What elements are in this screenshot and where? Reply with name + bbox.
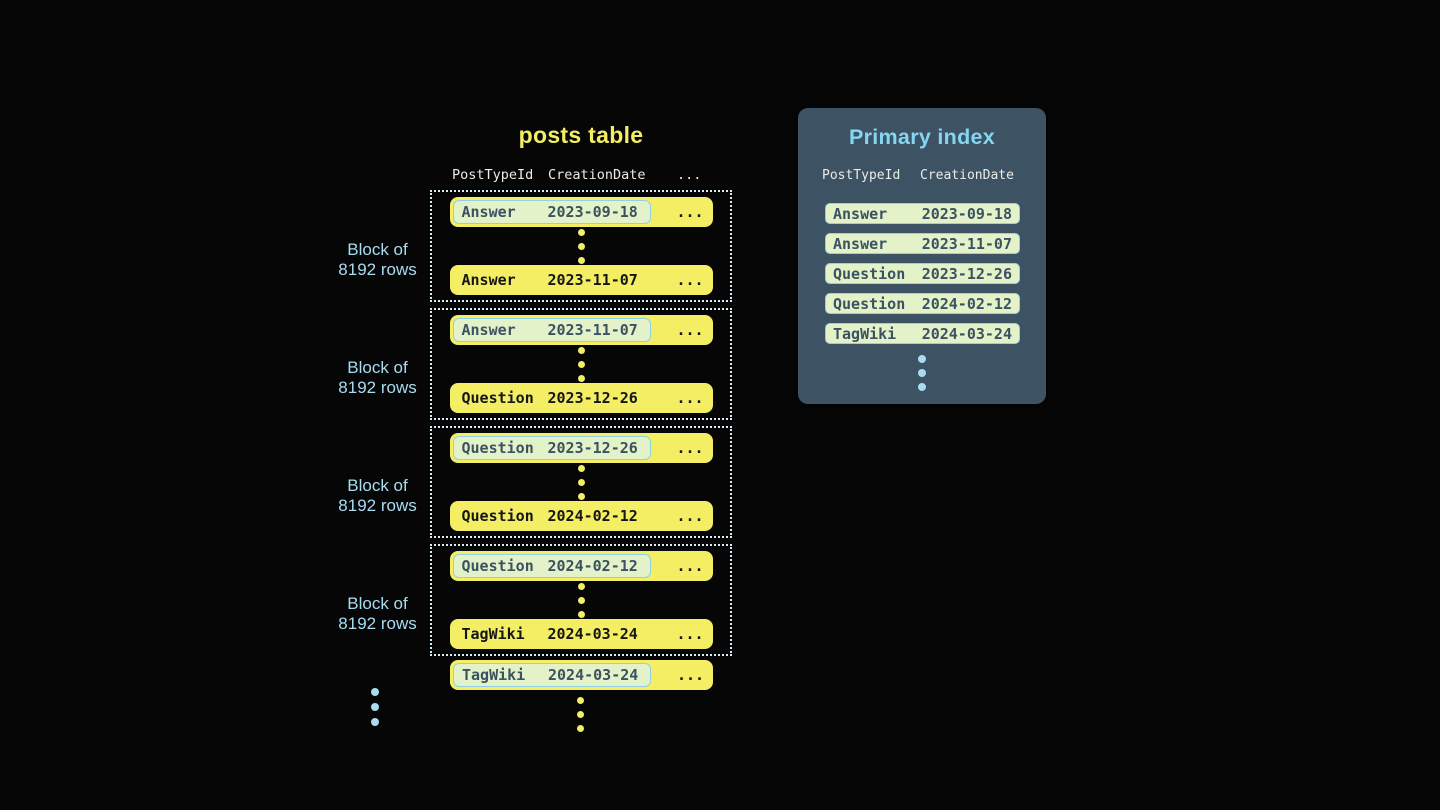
ellipsis-dots [577, 697, 584, 732]
row-ellipsis: ... [676, 321, 704, 339]
row-post-type: Question [461, 507, 534, 525]
table-row: TagWiki 2024-03-24 ... [449, 619, 713, 649]
row-post-type: TagWiki [462, 666, 526, 684]
row-post-type: Question [461, 389, 534, 407]
row-post-type: Answer [461, 321, 516, 339]
entry-creation-date: 2023-11-07 [921, 234, 1012, 253]
block-label-2: Block of 8192 rows [320, 358, 435, 398]
table-row-highlighted: Question 2024-02-12 ... [449, 551, 713, 581]
row-post-type: Question [461, 439, 534, 457]
block-label-line1: Block of [347, 358, 408, 377]
row-creation-date: 2024-03-24 [547, 625, 638, 643]
entry-post-type: Question [833, 294, 906, 313]
block-3: Question 2023-12-26 ... Question 2024-02… [430, 426, 732, 538]
index-entry: Question 2023-12-26 [825, 263, 1020, 284]
row-post-type: Question [461, 557, 534, 575]
row-ellipsis: ... [676, 203, 704, 221]
ellipsis-dots [577, 582, 585, 618]
entry-post-type: Answer [833, 204, 888, 223]
block-label-4: Block of 8192 rows [320, 594, 435, 634]
block-1: Answer 2023-09-18 ... Answer 2023-11-07 … [430, 190, 732, 302]
entry-post-type: Question [833, 264, 906, 283]
row-creation-date: 2024-03-24 [548, 666, 639, 684]
posts-table-title: posts table [518, 122, 644, 148]
ellipsis-dots [577, 346, 585, 382]
block-label-line1: Block of [347, 476, 408, 495]
row-ellipsis: ... [676, 625, 704, 643]
index-highlight-pill [453, 663, 651, 687]
index-highlight-pill [452, 436, 651, 460]
column-posttypeid: PostTypeId [822, 168, 901, 183]
block-4: Question 2024-02-12 ... TagWiki 2024-03-… [430, 544, 732, 656]
primary-index-column-headers: PostTypeId CreationDate [798, 168, 1046, 184]
more-entries-dots [918, 355, 926, 391]
table-row: Question 2024-02-12 ... [449, 501, 713, 531]
row-ellipsis: ... [676, 439, 704, 457]
block-label-line1: Block of [347, 594, 408, 613]
ellipsis-dots [577, 228, 585, 264]
entry-post-type: Answer [833, 234, 888, 253]
column-posttypeid: PostTypeId [452, 167, 534, 183]
table-row-highlighted: Question 2023-12-26 ... [449, 433, 713, 463]
entry-creation-date: 2024-03-24 [921, 324, 1012, 343]
table-row-overflow: TagWiki 2024-03-24 ... [450, 660, 713, 690]
row-creation-date: 2023-09-18 [547, 203, 638, 221]
index-entry: TagWiki 2024-03-24 [825, 323, 1020, 344]
row-creation-date: 2023-12-26 [547, 389, 638, 407]
row-creation-date: 2023-11-07 [547, 321, 638, 339]
index-highlight-pill [452, 318, 651, 342]
row-ellipsis: ... [676, 507, 704, 525]
row-ellipsis: ... [676, 271, 704, 289]
block-label-line2: 8192 rows [338, 378, 417, 397]
primary-index-title: Primary index [848, 125, 996, 149]
row-post-type: TagWiki [461, 625, 525, 643]
row-ellipsis: ... [676, 557, 704, 575]
index-entry: Answer 2023-11-07 [825, 233, 1020, 254]
table-row: Answer 2023-11-07 ... [449, 265, 713, 295]
index-highlight-pill [452, 200, 651, 224]
column-ellipsis: ... [677, 167, 702, 183]
row-post-type: Answer [461, 271, 516, 289]
column-creationdate: CreationDate [548, 167, 646, 183]
table-row-highlighted: Answer 2023-09-18 ... [449, 197, 713, 227]
table-row: Question 2023-12-26 ... [449, 383, 713, 413]
row-creation-date: 2024-02-12 [547, 507, 638, 525]
index-entry: Answer 2023-09-18 [825, 203, 1020, 224]
block-label-line1: Block of [347, 240, 408, 259]
index-highlight-pill [452, 554, 651, 578]
entry-creation-date: 2023-09-18 [921, 204, 1012, 223]
block-label-3: Block of 8192 rows [320, 476, 435, 516]
posts-table-column-headers: PostTypeId CreationDate ... [450, 167, 713, 185]
column-creationdate: CreationDate [920, 168, 1014, 183]
row-post-type: Answer [461, 203, 516, 221]
block-label-line2: 8192 rows [338, 496, 417, 515]
block-2: Answer 2023-11-07 ... Question 2023-12-2… [430, 308, 732, 420]
row-creation-date: 2024-02-12 [547, 557, 638, 575]
entry-creation-date: 2023-12-26 [921, 264, 1012, 283]
ellipsis-dots [577, 464, 585, 500]
table-row-highlighted: Answer 2023-11-07 ... [449, 315, 713, 345]
entry-creation-date: 2024-02-12 [921, 294, 1012, 313]
primary-index-panel: Primary index PostTypeId CreationDate An… [798, 108, 1046, 404]
block-label-1: Block of 8192 rows [320, 240, 435, 280]
more-blocks-dots [371, 688, 379, 726]
block-label-line2: 8192 rows [338, 614, 417, 633]
index-entry: Question 2024-02-12 [825, 293, 1020, 314]
row-ellipsis: ... [676, 389, 704, 407]
block-label-line2: 8192 rows [338, 260, 417, 279]
row-ellipsis: ... [677, 666, 705, 684]
row-creation-date: 2023-11-07 [547, 271, 638, 289]
row-creation-date: 2023-12-26 [547, 439, 638, 457]
entry-post-type: TagWiki [833, 324, 897, 343]
